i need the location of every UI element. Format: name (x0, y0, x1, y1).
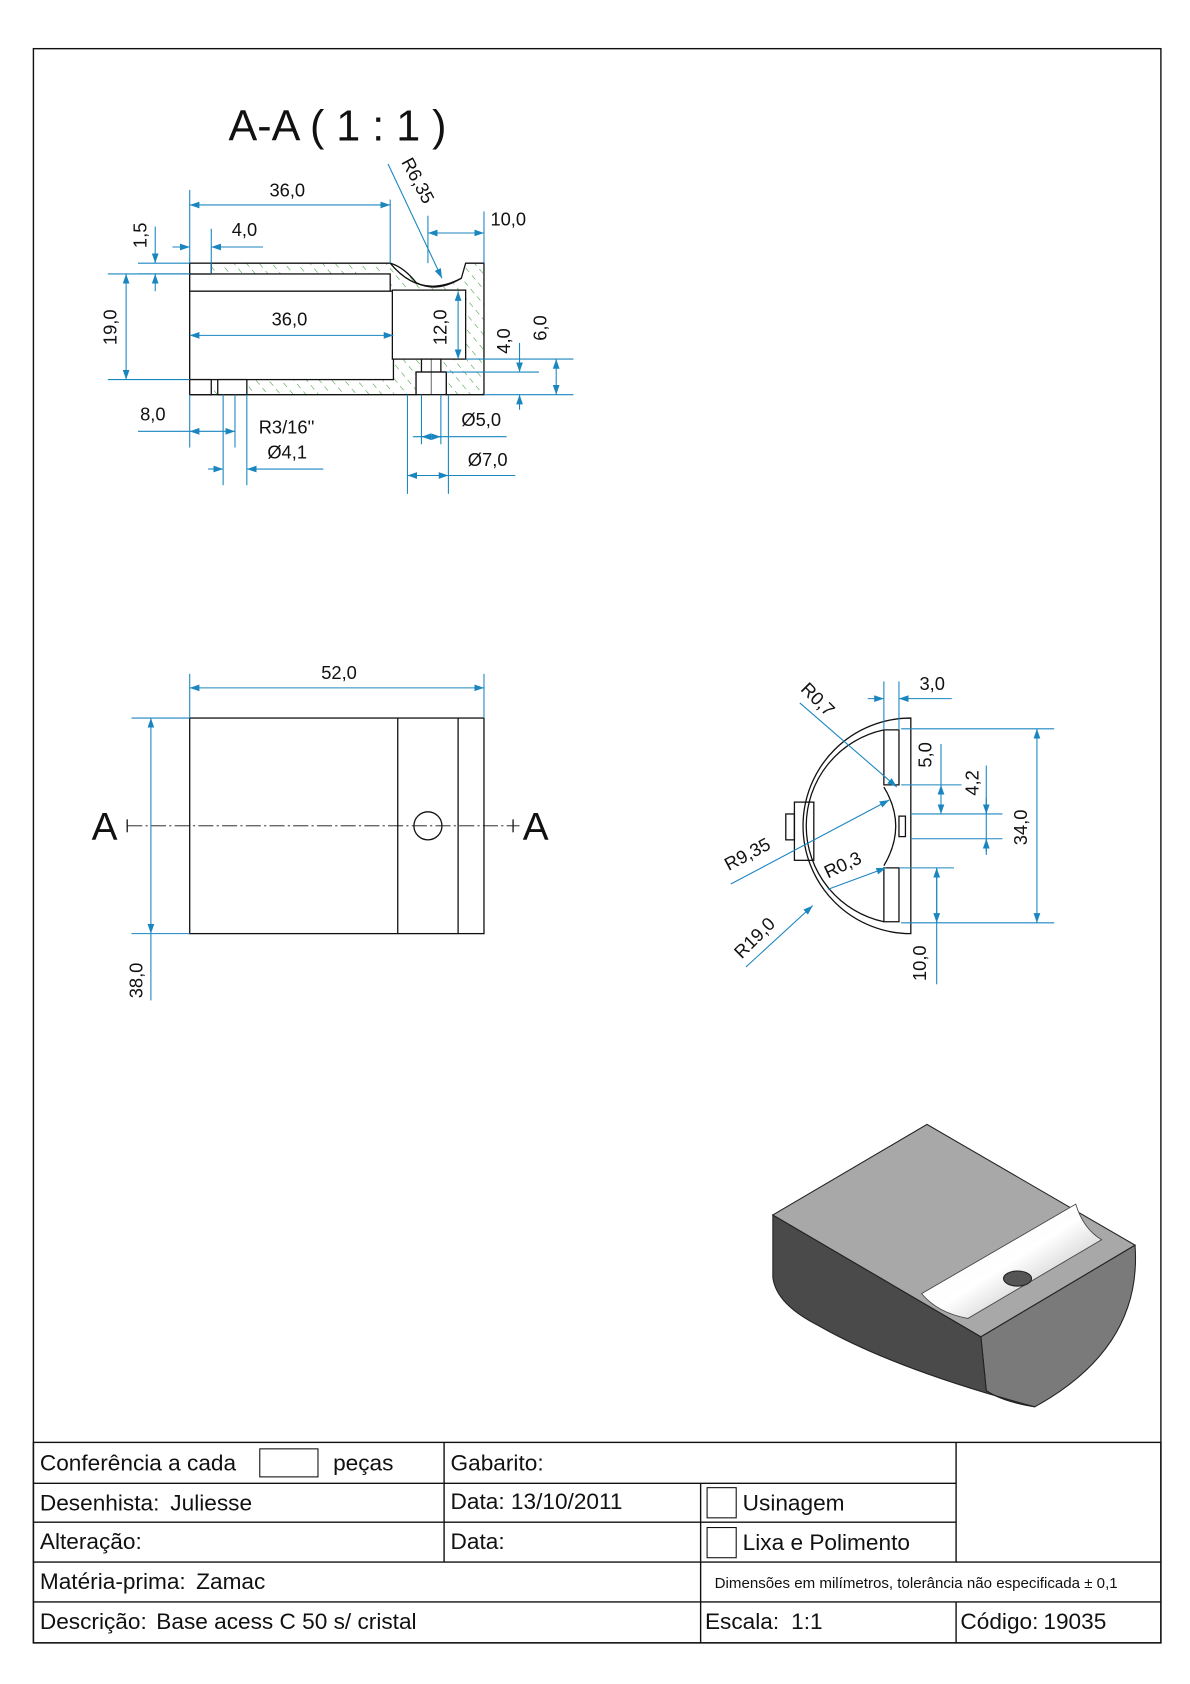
gabarito-label: Gabarito: (451, 1450, 544, 1475)
check-suffix: peças (333, 1450, 393, 1475)
dim-center-gap: 4,2 (962, 770, 983, 795)
material-value: Zamac (196, 1569, 265, 1594)
iso-groove (920, 1203, 1103, 1319)
material-label: Matéria-prima: (40, 1569, 186, 1594)
dim-bore-height: 19,0 (99, 309, 120, 345)
dim-slot-depth: 5,0 (914, 742, 935, 767)
dim-length-outer: 36,0 (269, 179, 305, 200)
step-left-top (189, 262, 212, 275)
scale-value: 1:1 (791, 1609, 822, 1634)
section-title: A-A ( 1 : 1 ) (229, 102, 447, 150)
dim-total-height: 34,0 (1010, 810, 1031, 846)
dim-r-small: R0,7 (797, 678, 839, 720)
section-view: A-A ( 1 : 1 ) 36,0 R6,35 10,0 1,5 4,0 19… (99, 102, 574, 494)
dim-hole-depth: 4,0 (493, 328, 514, 353)
scale-label: Escala: (705, 1609, 779, 1634)
dim-radius-groove: R6,35 (397, 154, 438, 207)
dim-thread: R3/16'' (259, 416, 315, 437)
drafter-label: Desenhista: (40, 1490, 159, 1515)
date-value: 13/10/2011 (511, 1489, 623, 1514)
dim-hole-dia-small: Ø4,1 (267, 441, 307, 462)
polishing-checkbox[interactable] (706, 1527, 737, 1559)
dim-hole-dia-7: Ø7,0 (468, 449, 508, 470)
code-value: 19035 (1043, 1609, 1106, 1634)
dim-r-fillet: R0,3 (821, 847, 865, 882)
drafter-value: Juliesse (170, 1490, 252, 1515)
change-date-label: Data: (451, 1529, 505, 1554)
description-label: Descrição: (40, 1609, 147, 1634)
isometric-view (771, 1123, 1137, 1408)
title-block: Conferência a cada peças Gabarito: Desen… (32, 1441, 1162, 1644)
thread-hole (217, 378, 248, 396)
check-prefix: Conferência a cada (40, 1450, 237, 1475)
dim-step-height: 1,5 (130, 223, 151, 248)
dim-slot-width: 3,0 (919, 673, 944, 694)
machining-checkbox[interactable] (706, 1487, 737, 1519)
dim-r-inner: R9,35 (721, 833, 774, 874)
code-label: Código: (960, 1609, 1038, 1634)
dim-height: 38,0 (125, 963, 146, 999)
dim-lower-slot: 10,0 (909, 945, 930, 981)
section-label-right: A (523, 806, 549, 849)
section-label-left: A (92, 806, 118, 849)
front-view: A A 52,0 38,0 (92, 662, 549, 1001)
side-view: R0,7 3,0 5,0 4,2 34,0 10,0 R9,35 R0,3 R1… (721, 673, 1055, 985)
iso-hole (1002, 1270, 1033, 1287)
iso-top-face (771, 1123, 1137, 1338)
dim-width: 52,0 (321, 662, 357, 683)
dim-step-length: 4,0 (232, 219, 257, 240)
machining-label: Usinagem (743, 1490, 845, 1515)
dim-r-outer: R19,0 (730, 913, 779, 962)
dim-hole-dia-5: Ø5,0 (461, 409, 501, 430)
date-label: Data: (451, 1489, 505, 1514)
check-quantity-input[interactable] (259, 1448, 319, 1478)
tolerance-note: Dimensões em milímetros, tolerância não … (715, 1575, 1118, 1592)
polishing-label: Lixa e Polimento (743, 1530, 910, 1555)
dim-bottom-thickness: 6,0 (529, 315, 550, 340)
dim-length-inner: 36,0 (272, 309, 308, 330)
iso-side-face (772, 1214, 1035, 1408)
dim-hole-offset: 8,0 (140, 404, 165, 425)
slot (189, 273, 391, 292)
dim-end-wall: 10,0 (490, 208, 526, 229)
step-left-bottom (189, 378, 212, 396)
dim-pocket-height: 12,0 (429, 309, 450, 345)
groove-arc (389, 262, 462, 287)
change-label: Alteração: (40, 1529, 142, 1554)
description-value: Base acess C 50 s/ cristal (156, 1609, 416, 1634)
